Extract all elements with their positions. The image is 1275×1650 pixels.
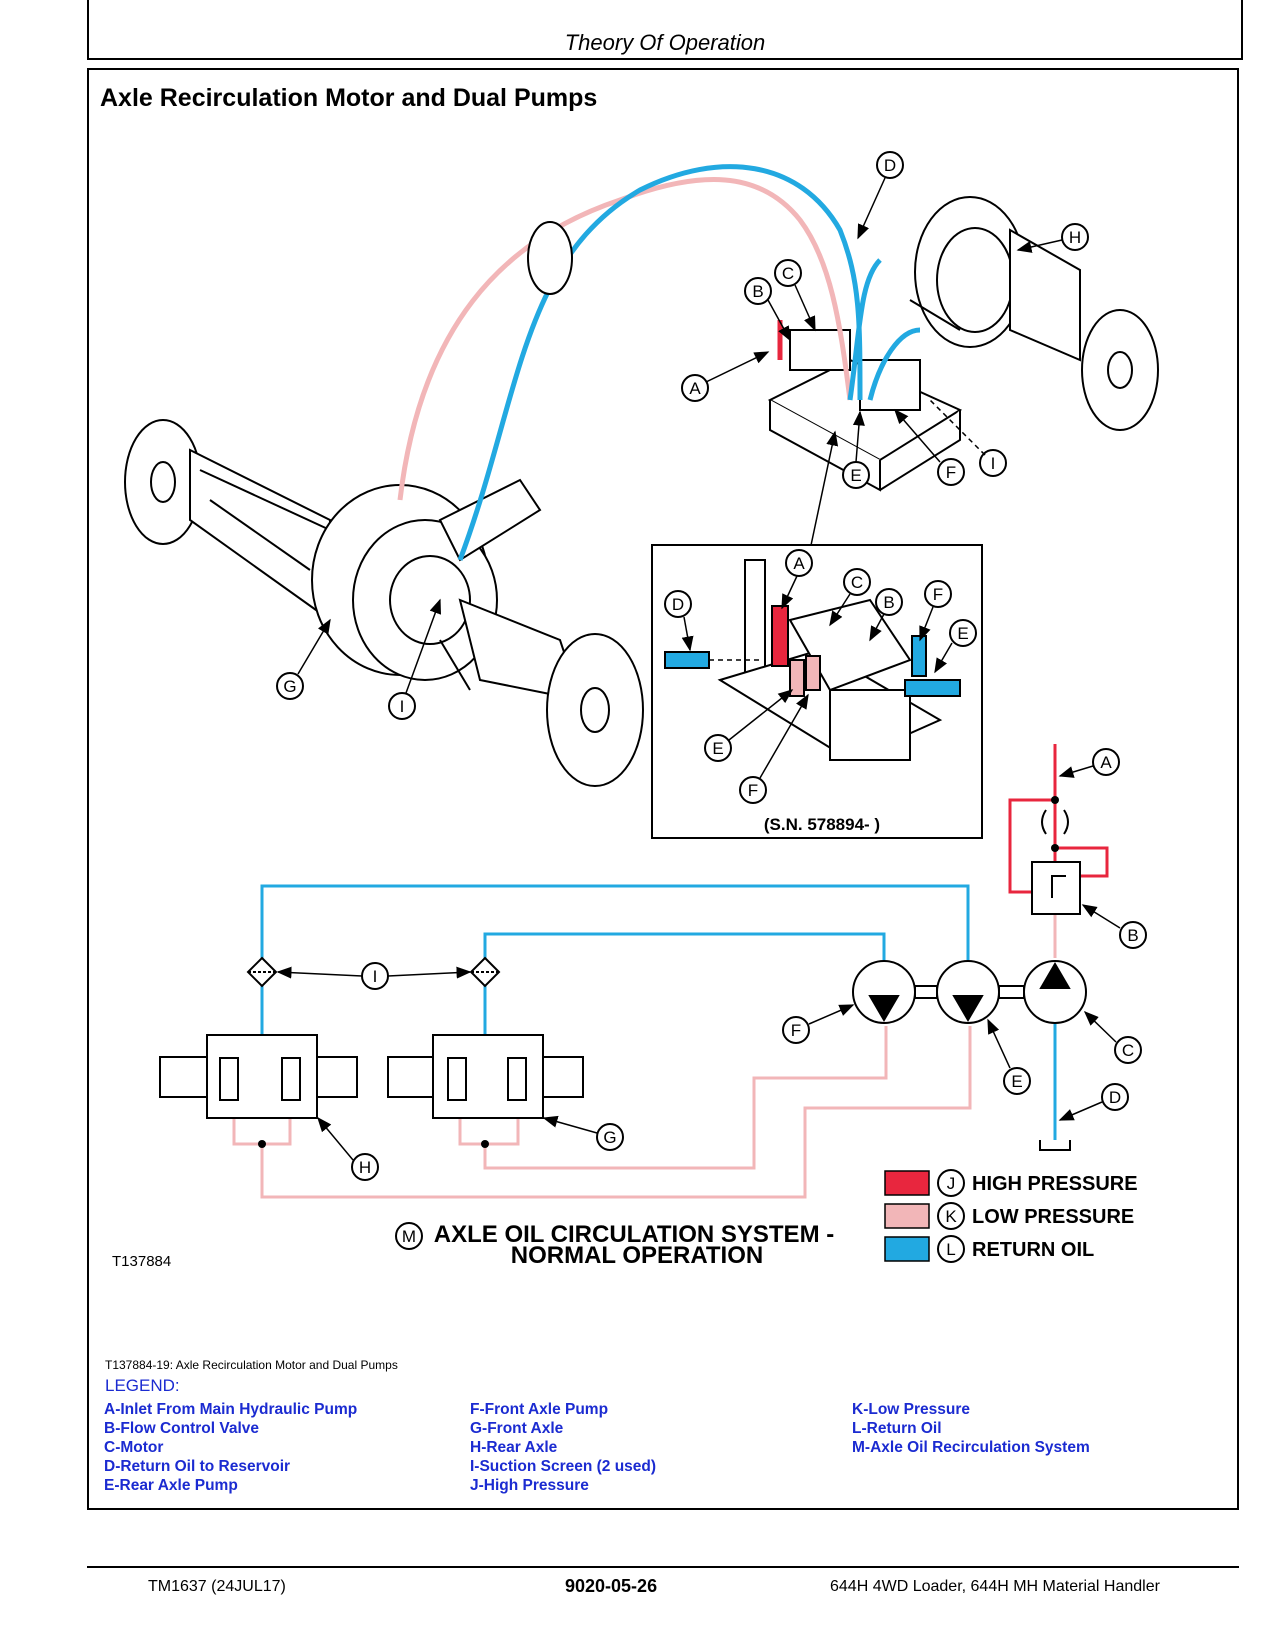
inset-callout-b: B <box>883 593 894 612</box>
title-callout-m: M <box>402 1227 416 1246</box>
schem-callout-c: C <box>1122 1041 1134 1060</box>
inset-callout-letters: A C B F E D E F <box>672 554 969 800</box>
title-callout-m-circle <box>395 1222 423 1250</box>
key-label-return: RETURN OIL <box>972 1239 1094 1261</box>
inset-callout-f: F <box>748 781 758 800</box>
figure-frame <box>87 68 1239 1510</box>
footer-machine: 644H 4WD Loader, 644H MH Material Handle… <box>830 1578 1160 1595</box>
schematic-nodes <box>258 796 1059 1148</box>
schematic-title-line2: NORMAL OPERATION <box>511 1242 763 1269</box>
legend-column-3: K-Low Pressure L-Return Oil M-Axle Oil R… <box>852 1400 1090 1457</box>
schem-callout-g: G <box>603 1128 616 1147</box>
hose-lines <box>397 164 921 561</box>
schem-callout-f: F <box>791 1021 801 1040</box>
legend-column-2: F-Front Axle Pump G-Front Axle H-Rear Ax… <box>470 1400 656 1495</box>
legend-item-e: E-Rear Axle Pump <box>104 1477 238 1494</box>
callout-e-upper: E <box>850 466 861 485</box>
callout-g-upper: G <box>283 677 296 696</box>
key-callout-l: L <box>946 1240 955 1259</box>
legend-item-c: C-Motor <box>104 1439 164 1456</box>
legend-item-m: M-Axle Oil Recirculation System <box>852 1439 1090 1456</box>
key-swatch-return <box>884 1236 930 1262</box>
schem-callout-h: H <box>359 1158 371 1177</box>
upper-leaders <box>297 177 1063 694</box>
legend-item-j: J-High Pressure <box>470 1477 589 1494</box>
callout-i-front: I <box>400 697 405 716</box>
schem-callout-e: E <box>1011 1072 1022 1091</box>
page-header-box: Theory Of Operation <box>87 0 1243 60</box>
inset-callouts <box>664 549 977 804</box>
schematic-title-line1: AXLE OIL CIRCULATION SYSTEM - <box>434 1221 834 1248</box>
inset-serial-number: (S.N. 578894- ) <box>764 815 880 834</box>
inset-leaders <box>681 575 953 779</box>
legend-item-i: I-Suction Screen (2 used) <box>470 1458 657 1475</box>
key-swatch-low <box>884 1203 930 1229</box>
figure-caption: T137884-19: Axle Recirculation Motor and… <box>105 1358 398 1372</box>
schematic-callout-letters: A B C D E F G H I <box>359 753 1139 1177</box>
figure-id: T137884 <box>112 1253 171 1270</box>
schem-callout-a: A <box>1100 753 1112 772</box>
legend-item-a: A-Inlet From Main Hydraulic Pump <box>104 1401 358 1418</box>
key-label-high: HIGH PRESSURE <box>972 1173 1138 1195</box>
rear-axle-drawing <box>909 196 1159 431</box>
inset-callout-f-top: F <box>933 585 943 604</box>
legend-title: LEGEND: <box>105 1376 180 1395</box>
key-label-low: LOW PRESSURE <box>972 1206 1134 1228</box>
schematic-components <box>159 809 1087 1151</box>
callout-a-upper: A <box>689 379 701 398</box>
schematic-leaders <box>276 765 1121 1161</box>
callout-c-upper: C <box>782 264 794 283</box>
legend-item-k: K-Low Pressure <box>852 1401 971 1418</box>
upper-callouts <box>276 151 1089 720</box>
front-axle-drawing <box>124 419 644 787</box>
key-callout-k: K <box>945 1207 957 1226</box>
callout-h-upper: H <box>1069 228 1081 247</box>
callout-f-upper: F <box>946 463 956 482</box>
inset-callout-e-right: E <box>957 624 968 643</box>
inset-callout-c: C <box>851 573 863 592</box>
color-key: J K L HIGH PRESSURE LOW PRESSURE RETURN … <box>884 1169 1138 1263</box>
schematic-callouts <box>351 748 1147 1181</box>
schem-callout-d: D <box>1109 1088 1121 1107</box>
section-title: Axle Recirculation Motor and Dual Pumps <box>100 84 598 112</box>
upper-callout-letters: D H C B A E F I G I <box>283 156 1081 716</box>
footer-manual-id: TM1637 (24JUL17) <box>148 1578 286 1595</box>
legend-item-d: D-Return Oil to Reservoir <box>104 1458 291 1475</box>
schem-callout-i: I <box>373 967 378 986</box>
key-callout-j: J <box>947 1174 956 1193</box>
legend-item-b: B-Flow Control Valve <box>104 1420 260 1437</box>
footer-page-number: 9020-05-26 <box>565 1576 658 1596</box>
inset-callout-d: D <box>672 595 684 614</box>
callout-d-upper: D <box>884 156 896 175</box>
legend-item-h: H-Rear Axle <box>470 1439 558 1456</box>
callout-i-upper: I <box>991 454 996 473</box>
legend-item-l: L-Return Oil <box>852 1420 942 1437</box>
key-swatch-high <box>884 1170 930 1196</box>
legend-column-1: A-Inlet From Main Hydraulic Pump B-Flow … <box>104 1400 357 1495</box>
inset-callout-a: A <box>793 554 805 573</box>
callout-b-upper: B <box>752 282 763 301</box>
legend-item-g: G-Front Axle <box>470 1420 564 1437</box>
footer-rule <box>87 1566 1239 1568</box>
page-header-title: Theory Of Operation <box>564 30 766 55</box>
suction-screen-ring <box>527 221 573 295</box>
inset-callout-e: E <box>712 739 723 758</box>
schem-callout-b: B <box>1127 926 1138 945</box>
legend-item-f: F-Front Axle Pump <box>470 1401 609 1418</box>
